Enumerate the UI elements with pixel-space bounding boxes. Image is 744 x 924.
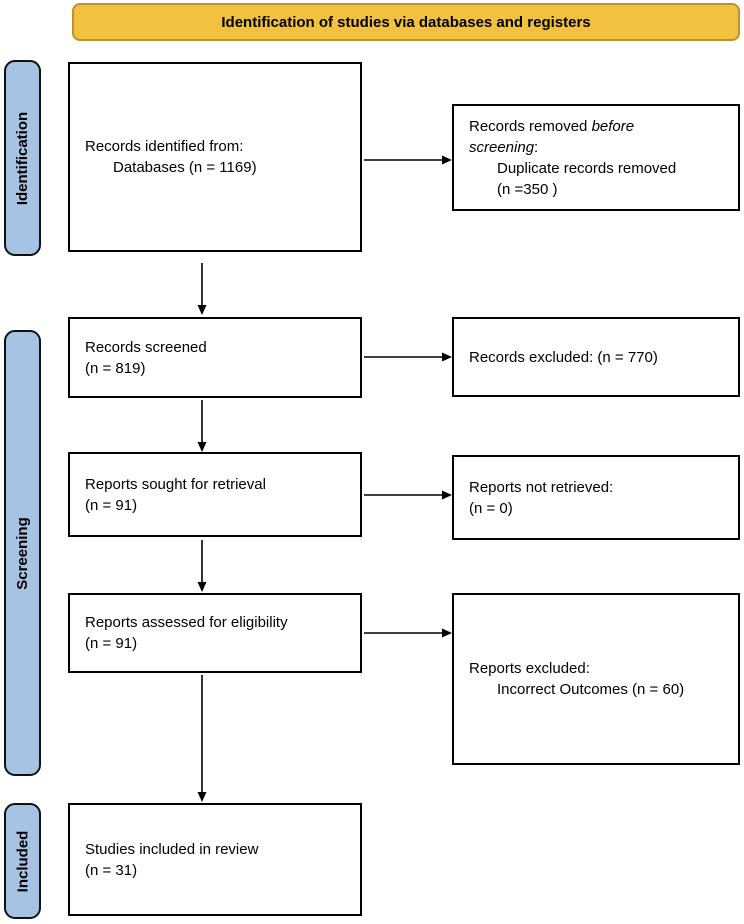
stage-included-label: Included [14,830,32,892]
box-line: Records identified from: [85,138,244,155]
box-line: Incorrect Outcomes (n = 60) [497,681,685,698]
box-line: Reports not retrieved: [469,478,614,496]
box-reports-sought: Reports sought for retrieval (n = 91) [68,452,362,537]
banner: Identification of studies via databases … [72,3,740,41]
box-records-identified: Records identified from: Databases (n = … [68,62,362,252]
box-reports-not-retrieved: Reports not retrieved: (n = 0) [452,455,740,540]
box-line: (n = 819) [85,359,146,377]
stage-identification: Identification [4,60,41,256]
banner-label: Identification of studies via databases … [221,13,591,31]
box-records-excluded: Records excluded: (n = 770) [452,317,740,397]
stage-screening-label: Screening [14,516,31,590]
box-line: screening: [469,138,539,156]
stage-screening: Screening [4,330,41,776]
box-reports-excluded: Reports excluded: Incorrect Outcomes (n … [452,593,740,765]
box-records-screened: Records screened (n = 819) [68,317,362,398]
box-line: (n = 0) [469,499,513,517]
box-line: Reports assessed for eligibility [85,614,288,631]
box-line: (n = 31) [85,861,138,879]
box-line: (n =350 ) [497,180,558,198]
box-line: (n = 91) [85,496,138,514]
box-records-removed: Records removed before screening: Duplic… [452,104,740,211]
stage-included: Included [4,803,41,919]
box-reports-assessed: Reports assessed for eligibility (n = 91… [68,593,362,673]
box-line: Duplicate records removed [497,159,677,177]
box-line: Records removed before [469,117,635,135]
box-line: Studies included in review [85,840,259,858]
box-line: Databases (n = 1169) [113,159,257,176]
box-studies-included: Studies included in review (n = 31) [68,803,362,916]
box-line: Reports excluded: [469,660,590,677]
stage-identification-label: Identification [14,111,31,205]
box-line: Records excluded: (n = 770) [469,348,658,366]
box-line: Records screened [85,338,207,356]
box-line: Reports sought for retrieval [85,475,266,493]
box-line: (n = 91) [85,635,138,652]
